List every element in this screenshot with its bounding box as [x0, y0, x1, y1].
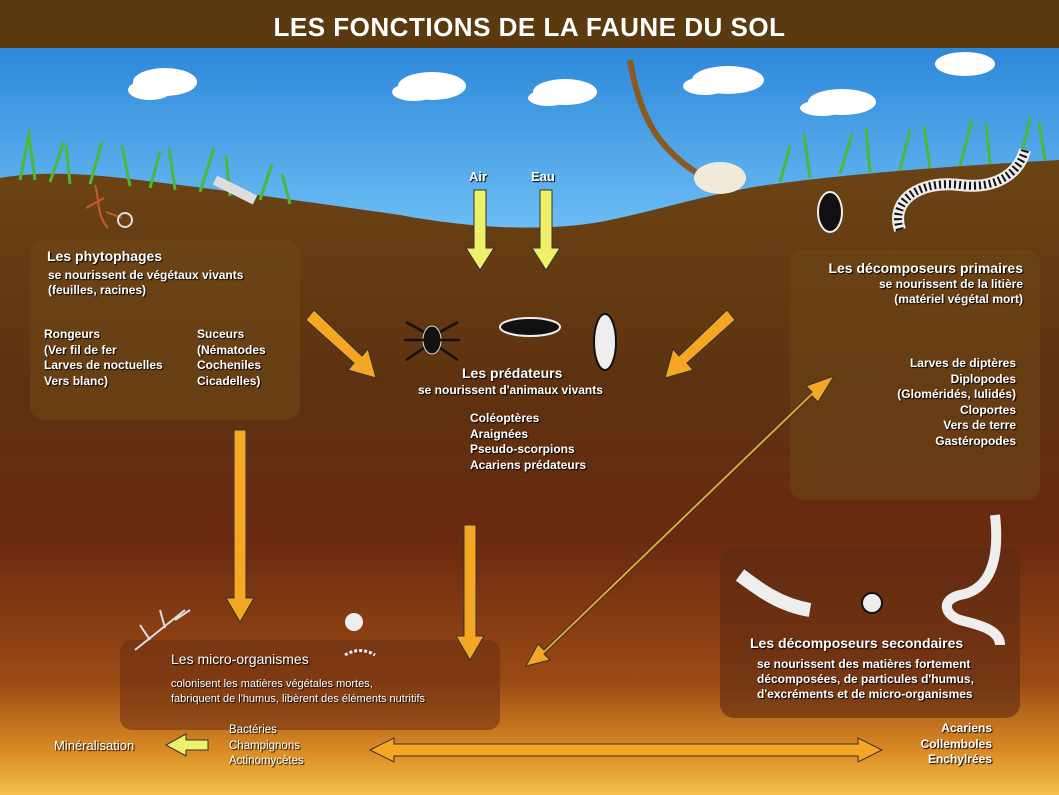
phytophages-description: se nourissent de végétaux vivants (feuil…: [48, 268, 244, 297]
arrow-predators-to-micro: [455, 524, 485, 661]
seed-icon: [117, 212, 133, 228]
rock: [694, 162, 746, 194]
stem: [627, 59, 702, 178]
arrow-primaires-to-predators: [664, 309, 736, 379]
predateurs-description: se nourissent d'animaux vivants: [418, 383, 603, 397]
air-label: Air: [469, 169, 488, 184]
spider-icon: [404, 320, 460, 362]
phytophages-rongeurs: Rongeurs (Ver fil de fer Larves de noctu…: [44, 327, 163, 388]
grass: [18, 117, 1047, 205]
actino-icon: [344, 649, 376, 657]
micro-heading: Les micro-organismes: [171, 651, 309, 667]
primaires-panel: [790, 250, 1040, 500]
arrow-phyto-to-micro: [225, 429, 255, 623]
water-arrow: [531, 189, 561, 271]
bacteria-icon: [345, 613, 363, 631]
water-label: Eau: [531, 169, 555, 184]
predateurs-heading: Les prédateurs: [462, 365, 563, 381]
phytophages-heading: Les phytophages: [47, 248, 163, 264]
secondaires-examples: Acariens Collemboles Enchylrées: [920, 721, 992, 766]
secondaires-heading: Les décomposeurs secondaires: [750, 635, 964, 651]
primaires-heading: Les décomposeurs primaires: [828, 260, 1023, 276]
secondaires-description: se nourissent des matières fortement déc…: [757, 657, 974, 701]
phytophages-suceurs: Suceurs (Nématodes Cocheniles Cicadelles…: [197, 327, 266, 388]
primaires-examples: Larves de diptères Diplopodes (Gloméridé…: [897, 356, 1016, 448]
arrows: [164, 189, 884, 763]
larva-icon: [212, 175, 258, 205]
worm-icon: [892, 148, 1031, 232]
fungi-icon: [134, 609, 191, 651]
micro-description: colonisent les matières végétales mortes…: [171, 678, 426, 705]
arrow-mineralisation: [164, 733, 209, 757]
beetle-icon: [499, 317, 561, 337]
secondaires-panel: [720, 548, 1020, 718]
mineralisation-label: Minéralisation: [54, 738, 135, 753]
arrow-micro-primaires: [525, 375, 836, 667]
enchytraeid-icon: [941, 514, 1005, 646]
arrow-micro-secondaires: [368, 737, 884, 763]
larva-predator-icon: [593, 313, 617, 371]
phytophages-panel: [30, 240, 300, 420]
micro-examples: Bactéries Champignons Actinomycètes: [229, 724, 304, 767]
title-bar: [0, 0, 1059, 48]
arrow-phyto-to-predators: [305, 309, 377, 379]
springtail-icon: [735, 569, 812, 617]
clouds: [128, 52, 995, 116]
woodlouse-icon: [817, 191, 843, 233]
air-arrow: [465, 189, 495, 271]
primaires-description: se nourissent de la litière (matériel vé…: [878, 277, 1023, 306]
predateurs-examples: Coléoptères Araignées Pseudo-scorpions A…: [470, 411, 587, 472]
micro-panel: [120, 640, 500, 730]
diagram-title: LES FONCTIONS DE LA FAUNE DU SOL: [273, 12, 786, 42]
mite-icon: [861, 592, 883, 614]
